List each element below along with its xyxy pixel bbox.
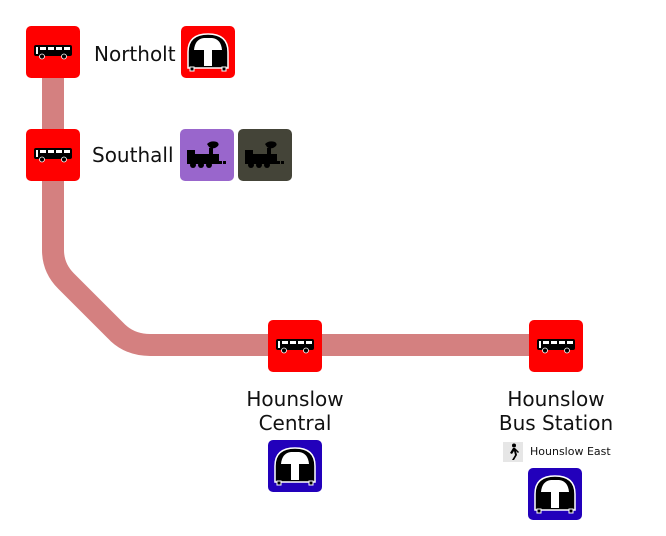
rail-interchange-southall-1[interactable] <box>180 129 234 181</box>
stop-label-hounslow-bus-station: Hounslow Bus Station <box>490 387 622 435</box>
stop-label-southall: Southall <box>92 143 174 167</box>
stop-label-northolt: Northolt <box>94 42 176 66</box>
stop-northolt[interactable] <box>26 26 80 78</box>
underground-interchange-northolt[interactable] <box>181 26 235 78</box>
stop-hounslow-bus-station[interactable] <box>529 320 583 372</box>
route-path <box>42 50 556 356</box>
label-line-2: Bus Station <box>498 411 614 435</box>
stop-label-hounslow-central: Hounslow Central <box>235 387 355 435</box>
underground-train-icon <box>533 474 577 514</box>
stop-southall[interactable] <box>26 129 80 181</box>
underground-interchange-hounslow-east[interactable] <box>528 468 582 520</box>
walk-to-hounslow-east[interactable]: Hounslow East <box>530 445 611 458</box>
rail-interchange-southall-2[interactable] <box>238 129 292 181</box>
steam-train-icon <box>185 140 229 170</box>
label-line-1: Hounslow <box>507 387 605 411</box>
bus-icon <box>536 338 576 354</box>
underground-train-icon <box>186 32 230 72</box>
bus-icon <box>33 44 73 60</box>
stop-hounslow-central[interactable] <box>268 320 322 372</box>
label-line-1: Hounslow <box>246 387 344 411</box>
underground-train-icon <box>273 446 317 486</box>
underground-interchange-hounslow-central[interactable] <box>268 440 322 492</box>
walk-icon <box>503 442 523 462</box>
bus-icon <box>275 338 315 354</box>
bus-icon <box>33 147 73 163</box>
steam-train-icon <box>243 140 287 170</box>
label-line-2: Central <box>258 411 332 435</box>
